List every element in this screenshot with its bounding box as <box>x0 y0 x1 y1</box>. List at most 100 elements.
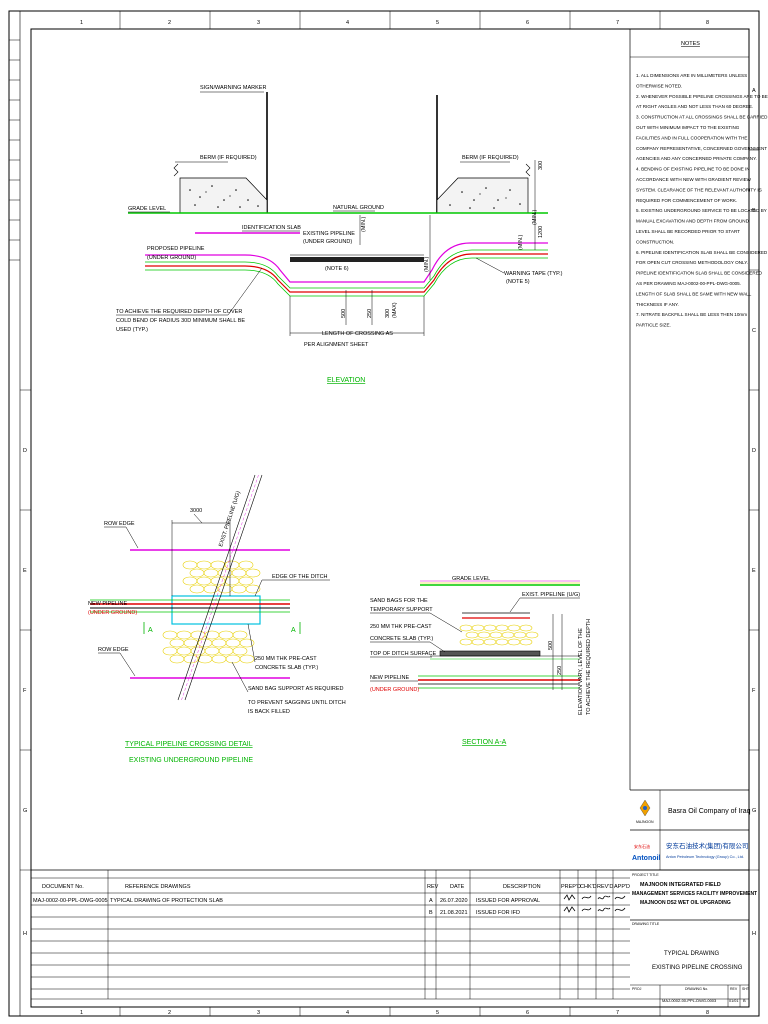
signature-marks <box>563 894 626 913</box>
label-slab-2: CONCRETE SLAB (TYP.) <box>255 665 318 671</box>
section-label-exist: EXIST. PIPELINE (U/G) <box>522 592 580 598</box>
existing-pipeline <box>290 257 424 262</box>
label-sign: SIGN/WARNING MARKER <box>200 85 266 91</box>
sand-bags-bottom <box>162 630 255 664</box>
label-warning-1: WARNING TAPE (TYP.) <box>504 271 563 277</box>
section-slab <box>439 650 541 657</box>
elevation-view: SIGN/WARNING MARKER BERM (IF REQUIRED) B… <box>116 85 563 384</box>
dim-min-3: (MIN.) <box>532 210 538 225</box>
section-label-new-2: (UNDER GROUND) <box>370 687 419 693</box>
col-mark: 5 <box>436 1010 439 1016</box>
row-mark: E <box>752 568 756 574</box>
note-line: PIPELINE IDENTIFICATION SLAB SHALL BE CO… <box>636 271 763 276</box>
col-mark: 7 <box>616 20 619 26</box>
label-ditch: EDGE OF THE DITCH <box>272 574 328 580</box>
proposed-pipe <box>145 253 548 293</box>
label-existing-2: (UNDER GROUND) <box>303 239 352 245</box>
note-line: 1. ALL DIMENSIONS ARE IN MILLIMETERS UNL… <box>636 73 747 78</box>
proposed-pipe-bottom <box>145 257 548 297</box>
rev-header-rev: REV <box>427 884 439 890</box>
label-berm-left: BERM (IF REQUIRED) <box>200 155 257 161</box>
note-line: 6. PIPELINE IDENTIFICATION SLAB SHALL BE… <box>636 250 768 255</box>
label-len-1: LENGTH OF CROSSING AS <box>322 331 393 337</box>
label-new-2: (UNDER GROUND) <box>88 610 137 616</box>
label-depth-3: USED (TYP.) <box>116 327 148 333</box>
label-note6: (NOTE 6) <box>325 266 349 272</box>
row-mark: C <box>752 328 756 334</box>
plan-title-2: EXISTING UNDERGROUND PIPELINE <box>129 757 253 764</box>
project-line-3: MAJNOON DS2 WET OIL UPGRADING <box>640 900 731 906</box>
row-mark: A <box>752 88 756 94</box>
label-new-1: NEW PIPELINE <box>88 601 127 607</box>
footer-rev: REV <box>730 987 738 991</box>
col-mark: 5 <box>436 20 439 26</box>
label-existing-1: EXISTING PIPELINE <box>303 231 355 237</box>
section-label-slab-1: 250 MM THK PRE-CAST <box>370 624 432 630</box>
footer-sht: SHT <box>742 987 750 991</box>
left-strip-ticks <box>9 39 20 261</box>
row-mark: F <box>23 688 27 694</box>
row-mark: G <box>23 808 27 814</box>
footer-sheet-value: 01/01 <box>729 999 739 1003</box>
col-mark: 2 <box>168 20 171 26</box>
label-id-slab: IDENTIFICATION SLAB <box>242 225 301 231</box>
dim-min-2: (MIN.) <box>424 257 430 272</box>
note-line: 5. EXISTING UNDERGROUND SERVICE TO BE LO… <box>636 208 767 213</box>
label-row-bottom: ROW EDGE <box>98 647 129 653</box>
project-label: PROJECT TITLE <box>632 873 659 877</box>
label-warning-2: (NOTE 5) <box>506 279 530 285</box>
col-mark: 6 <box>526 1010 529 1016</box>
section-label-sand-1: SAND BAGS FOR THE <box>370 598 428 604</box>
note-line: AT RIGHT ANGLES AND NOT LESS THAN 60 DEG… <box>636 104 753 109</box>
row-mark: G <box>752 808 756 814</box>
note-line: OUT WITH MINIMUM IMPACT TO THE EXISTING <box>636 125 740 130</box>
section-label-sand-2: TEMPORARY SUPPORT <box>370 607 433 613</box>
note-line: MANUAL EXCAVATION AND DEPTH FROM GROUND <box>636 219 750 224</box>
col-mark: 4 <box>346 1010 349 1016</box>
footer-drawing-value: MAJ-0002-00-PPL-DWG-0003 <box>662 998 717 1003</box>
col-mark: 2 <box>168 1010 171 1016</box>
rev-row-a-rev: A <box>429 898 433 904</box>
rev-header-chk: CHK'D <box>580 884 597 890</box>
contractor-en: Anton Petroleum Technology (Group) Co., … <box>666 855 744 859</box>
rev-row-b-date: 21.08.2021 <box>440 910 468 916</box>
col-mark: 4 <box>346 20 349 26</box>
row-mark: D <box>752 448 756 454</box>
col-mark: 7 <box>616 1010 619 1016</box>
note-line: FACILITIES AND IN FULL COOPERATION WITH … <box>636 135 747 140</box>
rev-header-app: APP'D <box>614 884 630 890</box>
ref-header-drawings: REFERENCE DRAWINGS <box>125 884 191 890</box>
note-line: PARTICLE SIZE. <box>636 323 671 328</box>
label-proposed-2: (UNDER GROUND) <box>147 255 196 261</box>
footer-proj: PROJ <box>632 987 642 991</box>
row-mark: F <box>752 688 756 694</box>
elevation-title: ELEVATION <box>327 377 365 384</box>
label-grade: GRADE LEVEL <box>128 206 166 212</box>
section-label-slab-2: CONCRETE SLAB (TYP.) <box>370 636 433 642</box>
note-line: COMPANY REPRESENTATIVE, CONCERNED GOVERN… <box>636 146 767 151</box>
section-mark-right: A <box>291 627 296 634</box>
ref-header-doc: DOCUMENT No. <box>42 884 84 890</box>
section-mark-left: A <box>148 627 153 634</box>
col-mark: 3 <box>257 20 260 26</box>
footer-drawing-no: DRAWING No. <box>685 987 708 991</box>
section-view: GRADE LEVEL EXIST. PIPELINE (U/G) SAND B… <box>370 576 592 746</box>
notes-lines: 1. ALL DIMENSIONS ARE IN MILLIMETERS UNL… <box>636 73 768 328</box>
client-logo: MAJNOON <box>636 799 654 824</box>
ref-row-doc: MAJ-0002-00-PPL-DWG-0005 <box>33 898 108 904</box>
plan-view: ROW EDGE ROW EDGE 3000 <box>88 474 346 764</box>
label-sand-1: SAND BAG SUPPORT AS REQUIRED <box>248 686 343 692</box>
note-line: ACCORDANCE WITH NEW WITH GRADIENT REVIEW <box>636 177 752 182</box>
note-line: AGENCIES AND ANY CONCERNED PRIVATE COMPA… <box>636 156 757 161</box>
note-line: SYSTEM. CLEARANCE OF THE RELEVANT AUTHOR… <box>636 187 762 192</box>
col-mark: 8 <box>706 1010 709 1016</box>
berm-right <box>436 177 529 214</box>
section-label-ditch: TOP OF DITCH SURFACE <box>370 651 436 657</box>
label-row-top: ROW EDGE <box>104 521 135 527</box>
svg-text:安东石油: 安东石油 <box>634 843 650 849</box>
dim-max: (MAX) <box>392 302 398 318</box>
rev-header-date: DATE <box>450 884 465 890</box>
contractor-cn: 安东石油技术(集团)有限公司 <box>666 841 748 850</box>
client-name: Basra Oil Company of Iraq <box>668 808 751 815</box>
precast-slab <box>171 595 261 625</box>
